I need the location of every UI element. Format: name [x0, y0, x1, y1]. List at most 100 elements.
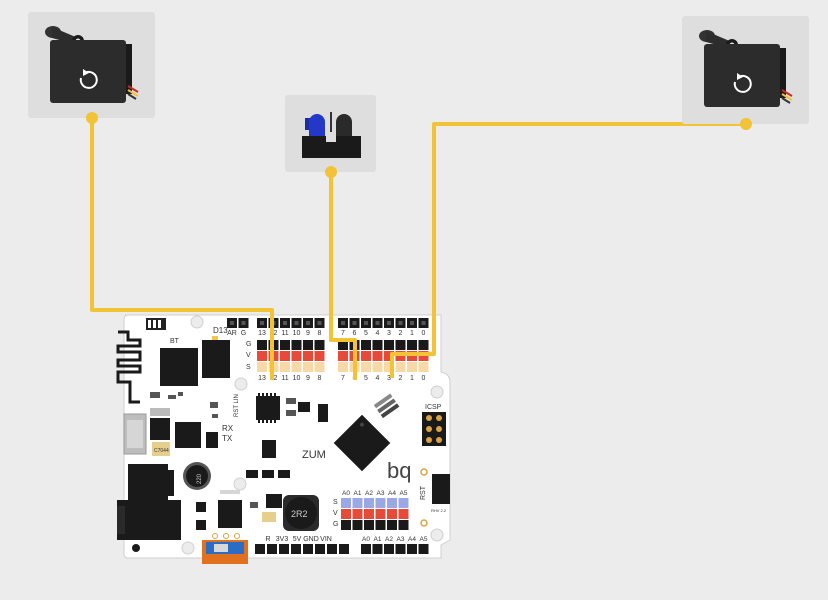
- pin-signal-0[interactable]: [418, 362, 429, 372]
- analog-pin-voltage-A3[interactable]: [375, 509, 386, 519]
- pin-voltage-4[interactable]: [372, 351, 383, 361]
- pin-signal-13[interactable]: [257, 362, 267, 372]
- pin-voltage-5[interactable]: [361, 351, 371, 361]
- analog-pin-signal-A2[interactable]: [364, 498, 374, 508]
- analog-label-top-A0: A0: [342, 490, 350, 497]
- pin-ground-4[interactable]: [372, 340, 383, 350]
- analog-pin-signal-A5[interactable]: [398, 498, 409, 508]
- pin-voltage-11[interactable]: [280, 351, 290, 361]
- analog-pin-ground-A0[interactable]: [341, 520, 351, 530]
- header-socket-hole: [364, 321, 368, 325]
- analog-pin-ground-A3[interactable]: [375, 520, 386, 530]
- servo-right-connector[interactable]: [740, 118, 752, 130]
- pin-signal-1[interactable]: [407, 362, 417, 372]
- analog-pin-voltage-A1[interactable]: [352, 509, 363, 519]
- pin-signal-10[interactable]: [291, 362, 302, 372]
- analog-pin-voltage-A5[interactable]: [398, 509, 409, 519]
- pin-signal-8[interactable]: [314, 362, 325, 372]
- continuous-servo-left[interactable]: [28, 12, 155, 124]
- pin-ground-3[interactable]: [384, 340, 394, 350]
- continuous-servo-right[interactable]: [682, 16, 809, 130]
- header-socket-hole: [375, 321, 380, 325]
- bluetooth-chip: [160, 348, 198, 386]
- pin-ground-0[interactable]: [418, 340, 429, 350]
- pin-signal-7[interactable]: [338, 362, 348, 372]
- pin-label-top-3: 3: [387, 330, 391, 337]
- pin-signal-4[interactable]: [372, 362, 383, 372]
- pin-voltage-10[interactable]: [291, 351, 302, 361]
- analog-label-top-A1: A1: [354, 490, 362, 497]
- servo-left-connector[interactable]: [86, 112, 98, 124]
- analog-pin-ground-A2[interactable]: [364, 520, 374, 530]
- power-socket[interactable]: [291, 544, 301, 554]
- analog-pin-signal-A1[interactable]: [352, 498, 363, 508]
- pin-ground-1[interactable]: [407, 340, 417, 350]
- analog-pin-signal-A4[interactable]: [387, 498, 397, 508]
- analog-pin-voltage-A0[interactable]: [341, 509, 351, 519]
- pin-voltage-9[interactable]: [303, 351, 313, 361]
- row-label-v: V: [246, 352, 251, 359]
- pin-signal-2[interactable]: [395, 362, 406, 372]
- analog-label-bottom-A2: A2: [385, 536, 393, 543]
- pin-signal-11[interactable]: [280, 362, 290, 372]
- pin-signal-3[interactable]: [384, 362, 394, 372]
- power-socket[interactable]: [279, 544, 289, 554]
- pin-ground-10[interactable]: [291, 340, 302, 350]
- pin-signal-5[interactable]: [361, 362, 371, 372]
- analog-pin-voltage-A2[interactable]: [364, 509, 374, 519]
- analog-pin-voltage-A4[interactable]: [387, 509, 397, 519]
- pin-voltage-8[interactable]: [314, 351, 325, 361]
- pin-label-top-1: 1: [410, 330, 414, 337]
- analog-socket[interactable]: [395, 544, 406, 554]
- power-socket[interactable]: [327, 544, 337, 554]
- power-socket[interactable]: [339, 544, 349, 554]
- pin-ground-2[interactable]: [395, 340, 406, 350]
- analog-socket[interactable]: [384, 544, 394, 554]
- ir-sensor-connector[interactable]: [325, 166, 337, 178]
- pin-label-top-10: 10: [293, 330, 301, 337]
- analog-pin-signal-A0[interactable]: [341, 498, 351, 508]
- svg-text:220: 220: [197, 473, 203, 484]
- wire-servo-left[interactable]: [90, 118, 274, 380]
- reset-button[interactable]: [432, 474, 450, 504]
- power-label-gnd: GND: [303, 536, 319, 543]
- tx-label: TX: [222, 434, 233, 443]
- wire-ir-sensor[interactable]: [329, 172, 357, 380]
- wire-servo-right[interactable]: [390, 122, 746, 378]
- analog-socket[interactable]: [407, 544, 417, 554]
- pin-ground-11[interactable]: [280, 340, 290, 350]
- analog-socket[interactable]: [361, 544, 371, 554]
- pin-ground-7[interactable]: [338, 340, 348, 350]
- header-socket-hole: [283, 321, 287, 325]
- analog-label-top-A2: A2: [365, 490, 373, 497]
- power-socket[interactable]: [315, 544, 325, 554]
- pin-voltage-3[interactable]: [384, 351, 394, 361]
- pin-label-3: 3: [387, 375, 391, 382]
- pin-signal-9[interactable]: [303, 362, 313, 372]
- power-socket[interactable]: [303, 544, 313, 554]
- bq-logo: bq: [387, 458, 411, 483]
- d13-label: D13: [213, 326, 228, 335]
- pin-voltage-13[interactable]: [257, 351, 267, 361]
- pin-voltage-7[interactable]: [338, 351, 348, 361]
- power-socket[interactable]: [255, 544, 265, 554]
- pin-ground-8[interactable]: [314, 340, 325, 350]
- pin-ground-9[interactable]: [303, 340, 313, 350]
- analog-pin-signal-A3[interactable]: [375, 498, 386, 508]
- analog-pin-ground-A5[interactable]: [398, 520, 409, 530]
- analog-pin-ground-A1[interactable]: [352, 520, 363, 530]
- pin-ground-13[interactable]: [257, 340, 267, 350]
- analog-label-top-A5: A5: [400, 490, 408, 497]
- rotate-icon: [733, 73, 752, 93]
- power-label-3v3: 3V3: [276, 536, 289, 543]
- ir-sensor[interactable]: [285, 95, 376, 178]
- analog-pin-ground-A4[interactable]: [387, 520, 397, 530]
- pin-label-4: 4: [376, 375, 380, 382]
- analog-socket[interactable]: [372, 544, 383, 554]
- analog-socket[interactable]: [418, 544, 429, 554]
- pin-ground-5[interactable]: [361, 340, 371, 350]
- power-socket[interactable]: [267, 544, 277, 554]
- mount-hole: [132, 544, 140, 552]
- pin-label-8: 8: [318, 375, 322, 382]
